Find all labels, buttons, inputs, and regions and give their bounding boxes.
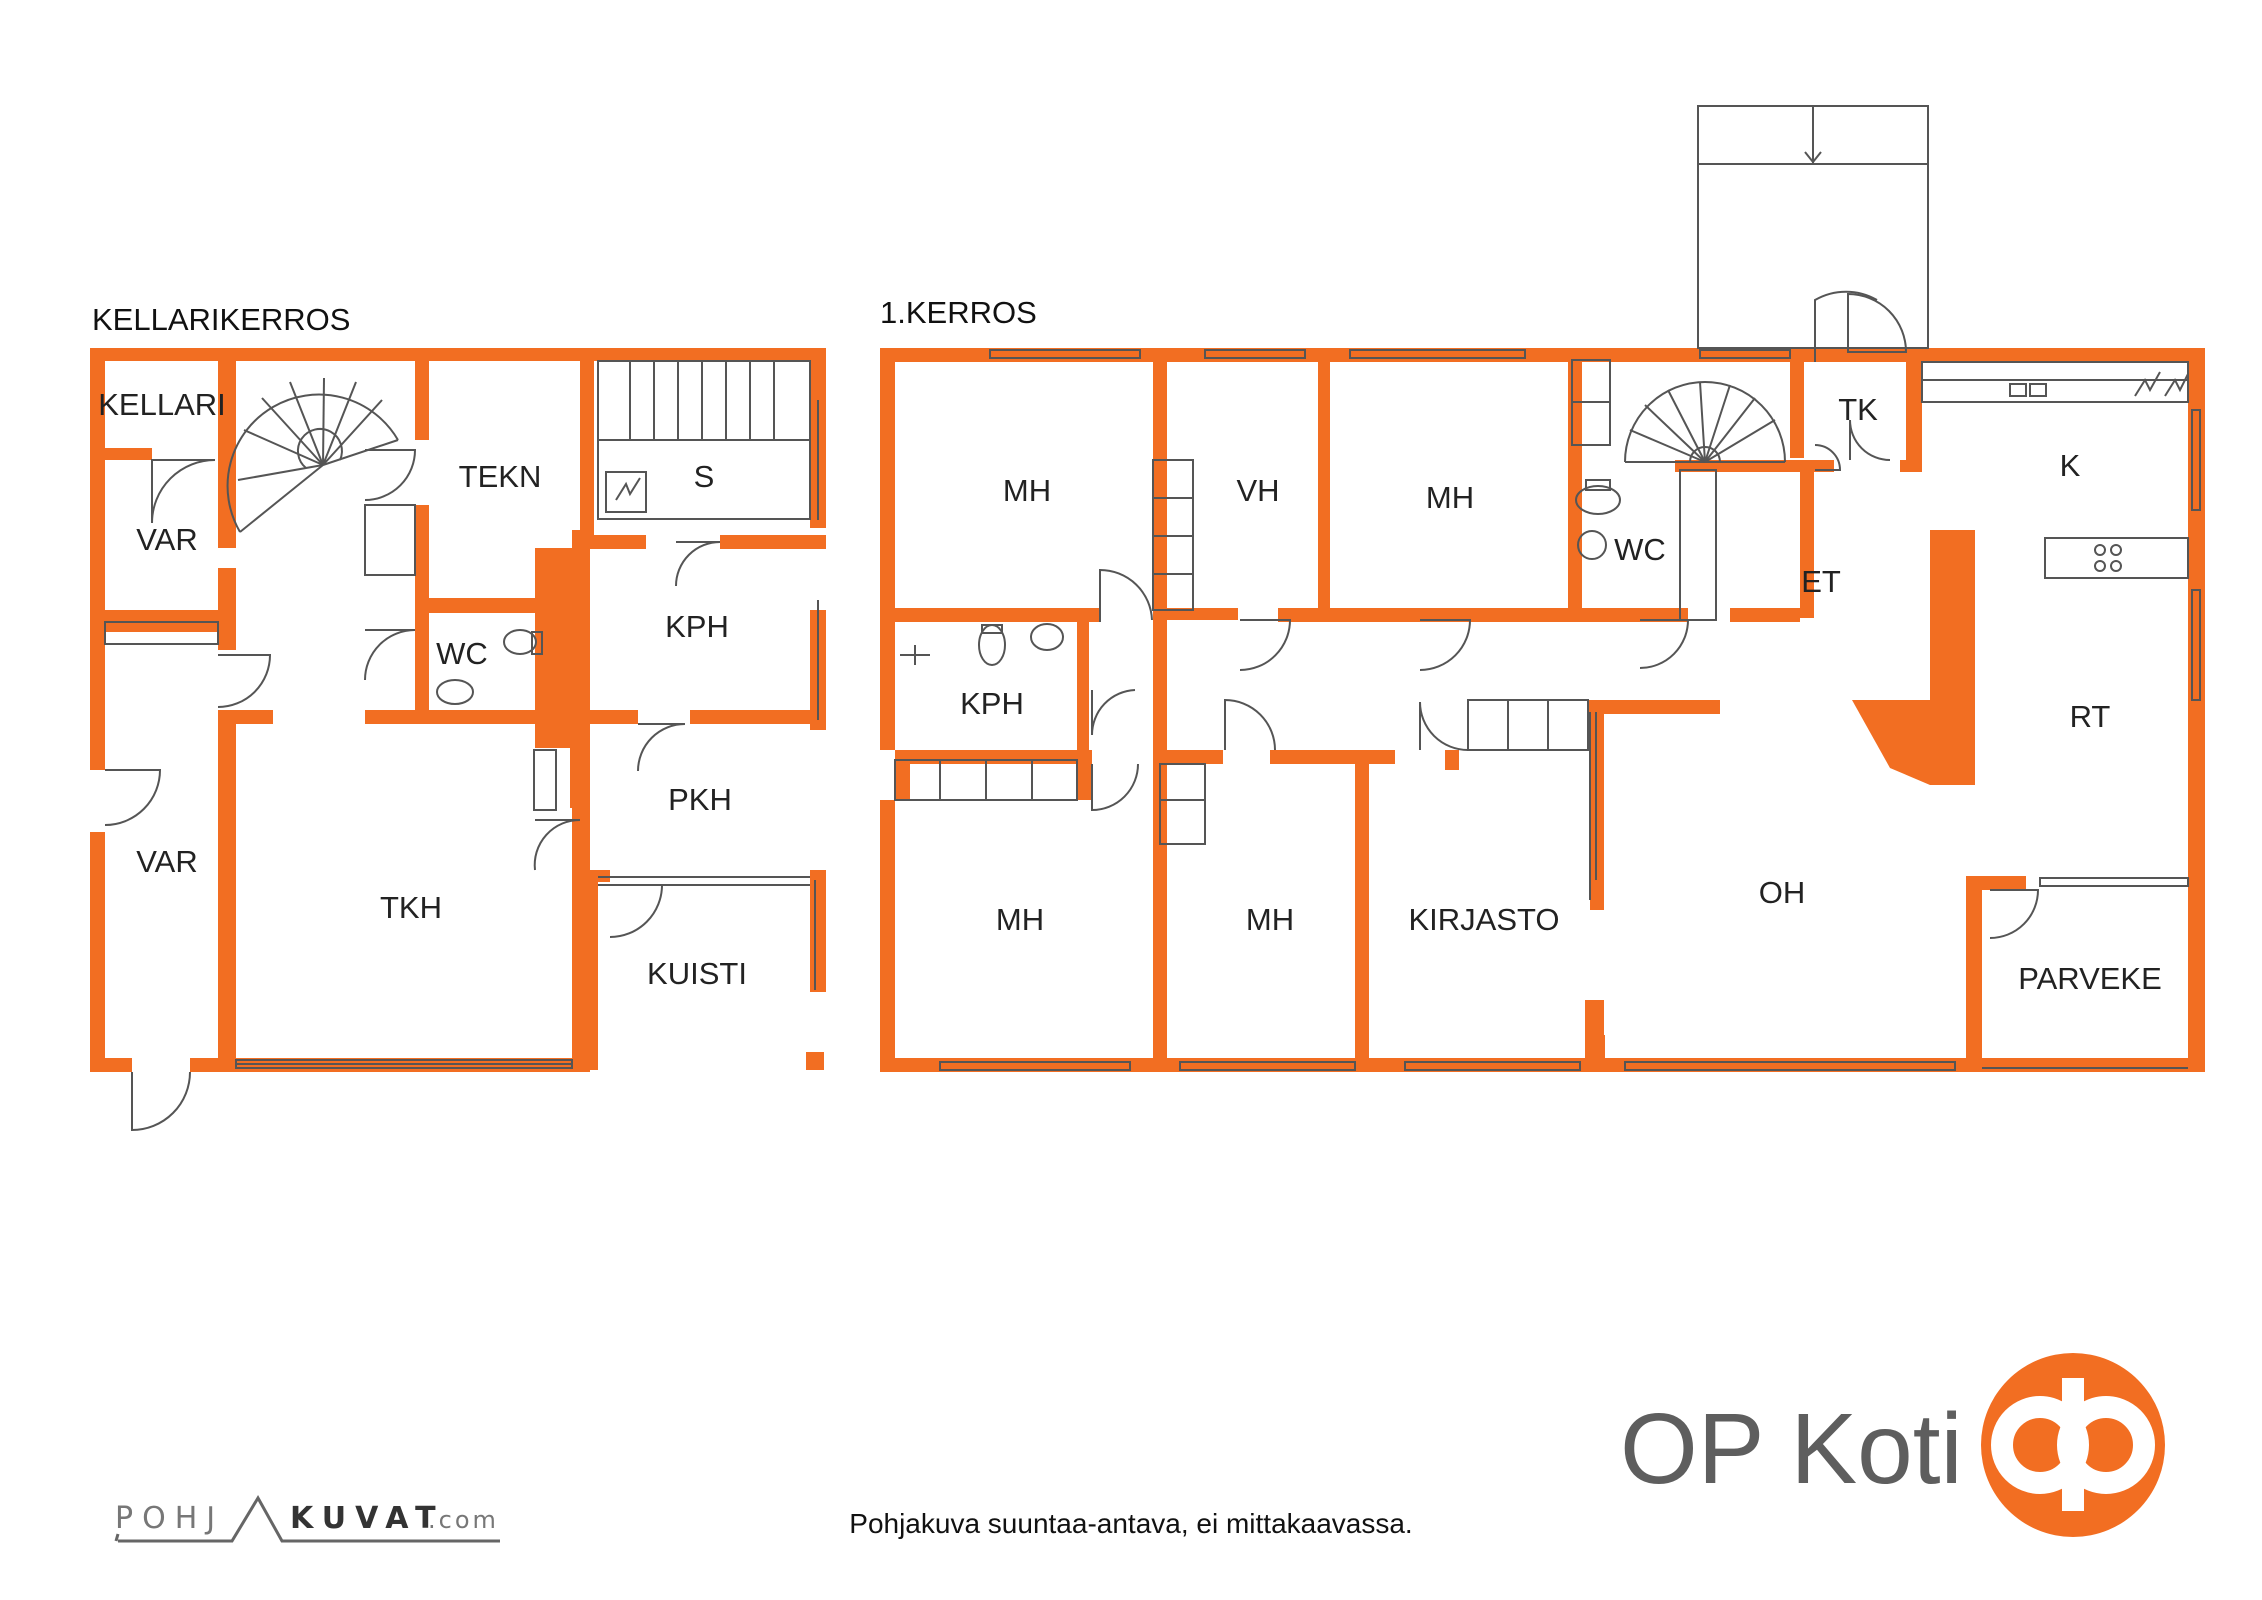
room-label-k: K [2060,448,2081,483]
room-label-kirjasto: KIRJASTO [1408,902,1559,937]
room-label-rt: RT [2070,699,2111,734]
pohjakuvat-logo-right: KUVAT [290,1501,445,1536]
op-logo-icon [1981,1353,2165,1537]
room-label-oh: OH [1759,875,1806,910]
room-label-et: ET [1801,564,1841,599]
room-label-parveke: PARVEKE [2018,961,2162,996]
basement-plan: KELLARIKERROS [90,302,826,1132]
room-label-wc: WC [436,636,488,671]
room-label-mh-1: MH [1003,473,1051,508]
pohjakuvat-roof-icon [118,1495,500,1543]
room-label-s: S [694,459,715,494]
room-label-kph: KPH [665,609,729,644]
room-label-mh-2: MH [1426,480,1474,515]
basement-title: KELLARIKERROS [92,302,350,337]
basement-room-labels: KELLARI VAR TEKN S WC KPH PKH VAR TKH KU… [98,387,747,991]
disclaimer-note: Pohjakuva suuntaa-antava, ei mittakaavas… [849,1508,1412,1539]
room-label-vh: VH [1236,473,1279,508]
first-floor-fixtures [894,105,2201,1071]
room-label-tkh: TKH [380,890,442,925]
first-floor-plan: 1.KERROS [880,105,2205,1072]
room-label-kph-1f: KPH [960,686,1024,721]
room-label-mh-4: MH [1246,902,1294,937]
room-label-var-2: VAR [136,844,197,879]
room-label-var-1: VAR [136,522,197,557]
first-floor-walls [880,348,2205,1072]
room-label-pkh: PKH [668,782,732,817]
room-label-tekn: TEKN [459,459,542,494]
brand-name: OP Koti [1620,1393,1963,1505]
room-label-tk: TK [1838,392,1878,427]
room-label-kuisti: KUISTI [647,956,747,991]
pohjakuvat-logo-suffix: .com [428,1506,499,1534]
basement-fixtures [104,360,819,1132]
first-floor-room-labels: MH VH MH TK K WC ET KPH RT MH MH KIRJAST… [960,392,2162,996]
first-floor-title: 1.KERROS [880,295,1037,330]
pohjakuvat-logo-left: POHJ [115,1501,224,1536]
room-label-kellari: KELLARI [98,387,226,422]
room-label-mh-3: MH [996,902,1044,937]
room-label-wc-1f: WC [1614,532,1666,567]
pohjakuvat-logo: POHJ KUVAT .com [114,1495,500,1543]
